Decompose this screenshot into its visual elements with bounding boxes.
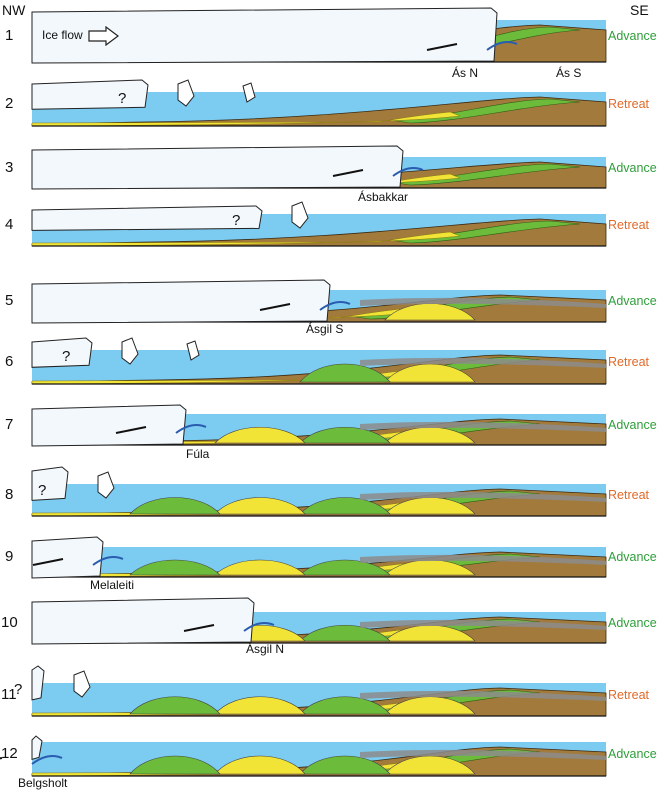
ice-sheet <box>32 206 262 230</box>
panel-status: Retreat <box>608 688 649 702</box>
site-label: Fúla <box>186 447 209 461</box>
ice-sheet <box>32 537 103 578</box>
panel-status: Advance <box>608 161 657 175</box>
ice-flow-arrow-icon <box>88 26 120 46</box>
site-label: Ásbakkar <box>358 190 408 204</box>
panel-status: Retreat <box>608 97 649 111</box>
panel-number: 8 <box>5 486 13 503</box>
site-label: Ásgil S <box>306 322 343 336</box>
site-label: Ás N <box>452 66 478 80</box>
panel-status: Advance <box>608 418 657 432</box>
site-label: Ás S <box>556 66 581 80</box>
panel-status: Advance <box>608 616 657 630</box>
panel-number: 3 <box>5 159 13 176</box>
ice-sheet <box>32 146 403 189</box>
unknown-extent-mark: ? <box>118 90 126 107</box>
panel-number: 6 <box>5 353 13 370</box>
panel-number: 7 <box>5 416 13 433</box>
ice-flow-label: Ice flow <box>42 28 83 42</box>
panel-number: 9 <box>5 548 13 565</box>
header-nw: NW <box>2 2 25 18</box>
site-label: Ásgil N <box>246 642 284 656</box>
panel-number: 2 <box>5 95 13 112</box>
panel-status: Retreat <box>608 355 649 369</box>
panel-status: Retreat <box>608 488 649 502</box>
panel-status: Advance <box>608 294 657 308</box>
site-label: Melaleiti <box>90 578 134 592</box>
panel-number: 11 <box>1 686 17 703</box>
panel-number: 12 <box>1 745 18 762</box>
ice-sheet <box>32 405 186 446</box>
panel-status: Advance <box>608 550 657 564</box>
panel-status: Retreat <box>608 218 649 232</box>
panel-status: Advance <box>608 747 657 761</box>
header-se: SE <box>630 2 649 18</box>
unknown-extent-mark: ? <box>38 482 46 499</box>
ice-sheet <box>32 598 254 644</box>
panel-number: 1 <box>5 27 13 44</box>
unknown-extent-mark: ? <box>232 212 240 229</box>
panel-status: Advance <box>608 29 657 43</box>
ice-sheet <box>32 80 148 109</box>
ice-sheet <box>32 280 330 323</box>
panel-number: 10 <box>1 614 18 631</box>
panel-number: 5 <box>5 292 13 309</box>
panel-number: 4 <box>5 216 13 233</box>
site-label: Belgsholt <box>18 776 67 790</box>
unknown-extent-mark: ? <box>62 348 70 365</box>
